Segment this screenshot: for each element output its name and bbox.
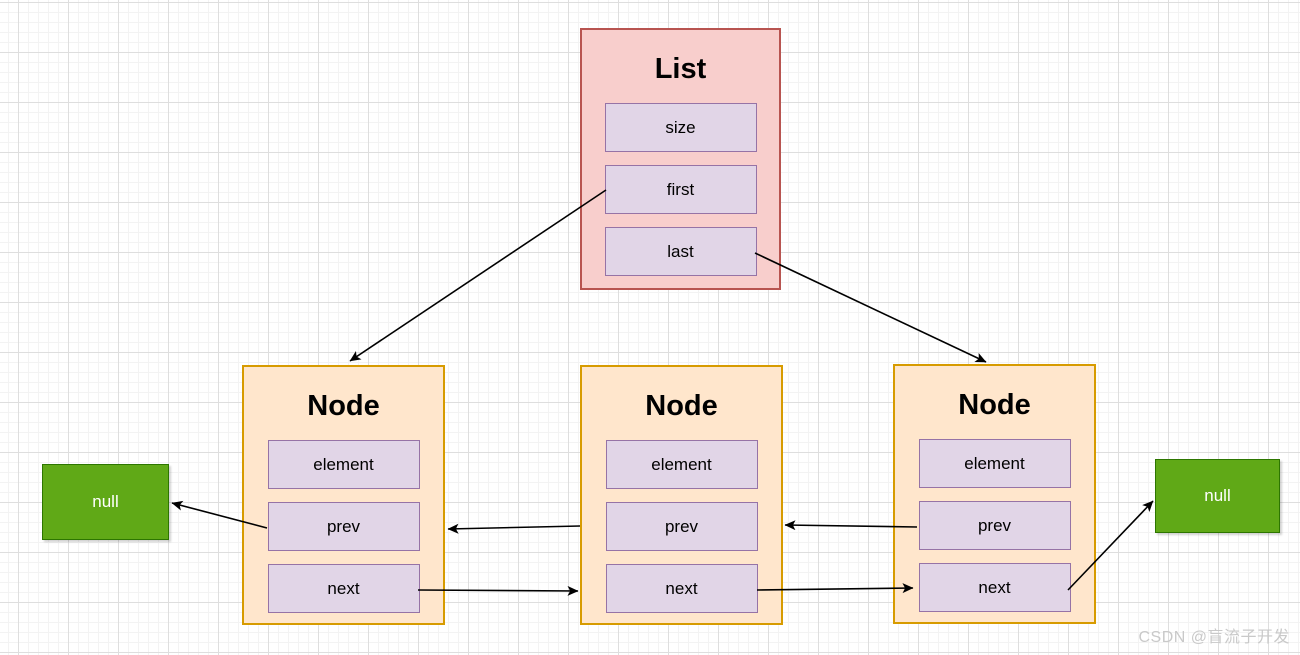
null-box-right: null	[1155, 459, 1280, 533]
node3-field-prev: prev	[918, 501, 1071, 550]
node-box-2: Node element prev next	[580, 365, 783, 625]
node1-field-next: next	[267, 564, 420, 613]
node-box-3: Node element prev next	[893, 364, 1096, 624]
node3-field-element: element	[918, 439, 1071, 488]
arrow-node2-prev-to-node1	[447, 523, 581, 534]
node-box-1: Node element prev next	[242, 365, 445, 625]
node3-fields: element prev next	[895, 439, 1094, 612]
list-field-size: size	[604, 103, 757, 152]
list-field-first: first	[604, 165, 757, 214]
node3-title: Node	[958, 389, 1031, 421]
node2-field-element: element	[605, 440, 758, 489]
list-title: List	[654, 53, 707, 85]
list-fields: size first last	[582, 103, 779, 276]
arrow-last-to-node3	[754, 252, 987, 363]
csdn-watermark: CSDN @盲流子开发	[1138, 629, 1290, 646]
node1-field-prev: prev	[267, 502, 420, 551]
node1-fields: element prev next	[244, 440, 443, 613]
node1-field-element: element	[267, 440, 420, 489]
list-box: List size first last	[580, 28, 781, 290]
node2-field-prev: prev	[605, 502, 758, 551]
arrow-first-to-node1	[349, 189, 607, 362]
list-field-last: last	[604, 227, 757, 276]
node2-field-next: next	[605, 564, 758, 613]
null-box-left: null	[42, 464, 169, 540]
node3-field-next: next	[918, 563, 1071, 612]
node2-fields: element prev next	[582, 440, 781, 613]
node2-title: Node	[645, 390, 718, 422]
node1-title: Node	[307, 390, 380, 422]
